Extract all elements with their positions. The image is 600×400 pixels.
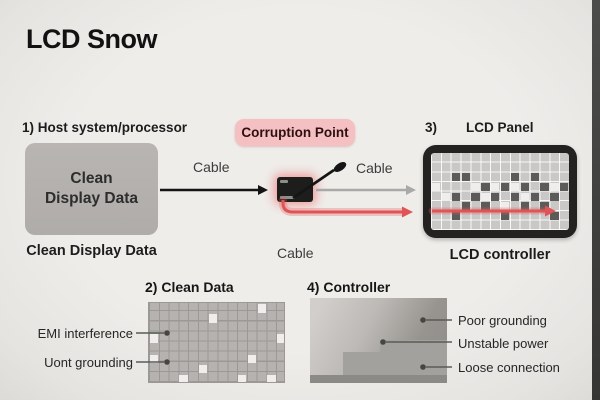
snow-cell — [501, 211, 510, 220]
connector-mark — [280, 180, 288, 183]
snow-cell — [520, 202, 529, 211]
snow-cell — [179, 374, 188, 382]
cable-label-right: Cable — [356, 160, 393, 176]
staircase-shape — [343, 340, 447, 375]
host-box-line2: Display Data — [44, 190, 139, 207]
snow-cell — [540, 182, 549, 191]
snow-cell — [471, 182, 480, 191]
snow-cell — [247, 354, 257, 364]
snow-cell — [540, 202, 549, 211]
callout-unstable-power: Unstable power — [458, 336, 549, 351]
snow-cell — [560, 182, 569, 191]
host-caption: Clean Display Data — [26, 243, 157, 259]
snow-cell — [481, 202, 490, 211]
staircase-base-strip — [310, 375, 447, 383]
snow-cell — [550, 211, 559, 220]
cable-label-left: Cable — [193, 159, 230, 175]
snow-cell — [471, 192, 480, 201]
snow-cell — [520, 192, 529, 201]
snow-cell — [461, 173, 470, 182]
host-box-text: Clean Display Data — [45, 169, 138, 209]
snow-cell — [510, 173, 520, 182]
snow-cell — [530, 173, 539, 182]
snow-cell — [550, 182, 559, 191]
snow-cell — [510, 192, 520, 201]
connector-mark — [280, 196, 295, 199]
lcd-screen-snow — [431, 153, 569, 230]
cable-label-bottom: Cable — [277, 245, 314, 261]
controller-gradient-box — [310, 298, 447, 383]
probe-tip-icon — [333, 162, 347, 172]
snow-cell — [208, 314, 217, 323]
snow-cell — [491, 192, 500, 201]
host-system-box: Clean Display Data — [25, 143, 158, 235]
lcd-panel — [423, 145, 577, 238]
snow-cell — [510, 182, 520, 191]
snow-cell — [491, 182, 500, 191]
snow-cell — [550, 192, 559, 201]
step1-host-label: 1) Host system/processor — [22, 120, 188, 135]
snow-cell — [501, 182, 510, 191]
corruption-point-badge: Corruption Point — [235, 119, 355, 146]
snow-cell — [520, 182, 529, 191]
snow-cell — [150, 354, 159, 364]
snow-cell — [257, 304, 266, 313]
callout-emi-interference: EMI interference — [37, 326, 133, 341]
snow-cell — [451, 173, 460, 182]
snow-cell — [451, 192, 460, 201]
snow-cell — [530, 192, 539, 201]
snow-cell — [441, 192, 451, 201]
section4-heading: 4) Controller — [307, 279, 391, 295]
snow-cell — [432, 182, 441, 191]
snow-cell — [267, 374, 276, 382]
page-title: LCD Snow — [26, 24, 158, 54]
step3-lcd-panel-label: LCD Panel — [466, 120, 534, 135]
callout-loose-connection: Loose connection — [458, 360, 560, 375]
clean-data-grid — [148, 302, 285, 383]
host-box-line1: Clean — [70, 169, 113, 187]
callout-uont-grounding: Uont grounding — [44, 355, 133, 370]
snow-cell — [198, 364, 208, 374]
snow-cell — [461, 202, 470, 211]
snow-cell — [238, 374, 247, 382]
lcd-controller-caption: LCD controller — [449, 247, 551, 263]
snow-cell — [451, 211, 460, 220]
right-edge-bar — [592, 0, 600, 400]
snow-cell — [481, 192, 490, 201]
callout-poor-grounding: Poor grounding — [458, 313, 547, 328]
step3-number: 3) — [425, 120, 438, 135]
snow-cell — [481, 182, 490, 191]
snow-cell — [150, 334, 159, 343]
corruption-connector-box — [277, 177, 313, 202]
controller-staircase — [310, 340, 447, 383]
section2-heading: 2) Clean Data — [145, 279, 234, 295]
snow-cell — [501, 202, 510, 211]
snow-cell — [277, 334, 284, 343]
